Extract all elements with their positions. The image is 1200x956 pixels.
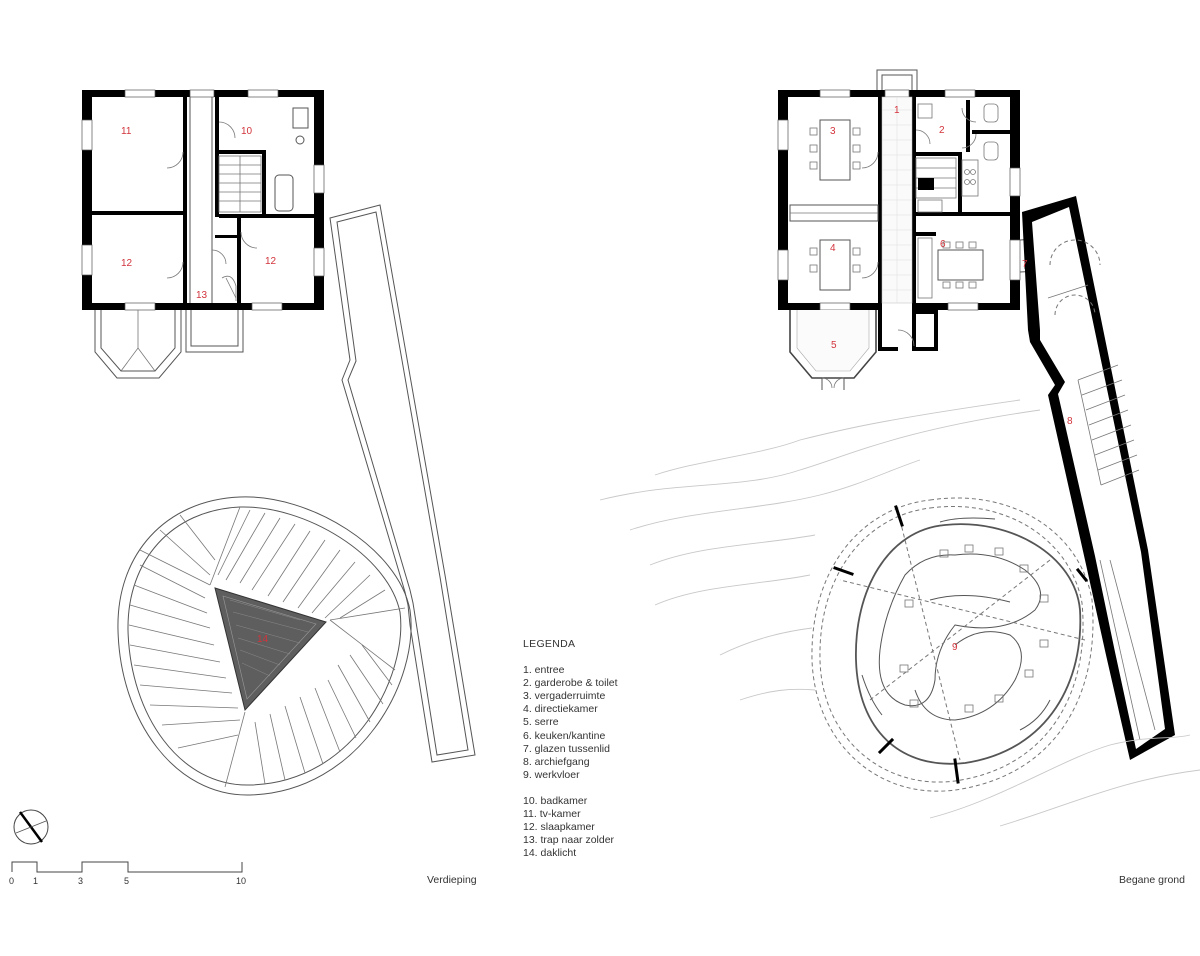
scale-label-10: 10 [236,876,247,886]
legend: LEGENDA 1. entree 2. garderobe & toilet … [523,638,618,860]
legend-item: 6. keuken/kantine [523,729,606,742]
room-number-4: 4 [830,243,836,254]
legend-item: 13. trap naar zolder [523,834,615,847]
scale-label-0: 0 [9,876,15,886]
legend-item: 7. glazen tussenlid [523,742,610,755]
legend-title: LEGENDA [523,638,576,650]
legend-item: 5. serre [523,716,559,729]
room-number-7: 7 [1022,259,1028,270]
room-number-5: 5 [831,340,837,351]
legend-item: 11. tv-kamer [523,808,581,821]
ground-floor-plan: 1 2 3 4 5 6 7 8 9 [599,69,1200,827]
upper-floor-plan: 11 10 12 12 13 14 [81,89,476,796]
room-number-14: 14 [257,634,269,645]
room-number-6: 6 [940,239,946,250]
scale-bar [11,861,243,873]
legend-item: 10. badkamer [523,794,588,807]
legend-item: 2. garderobe & toilet [523,677,618,690]
scale-label-1: 1 [33,876,39,886]
room-number-3: 3 [830,126,836,137]
upper-roof-skylight [117,496,412,796]
workspace-pavilion [811,497,1094,792]
caption-upper-floor: Verdieping [427,874,477,886]
scale-label-5: 5 [124,876,130,886]
caption-ground-floor: Begane grond [1119,874,1185,886]
legend-item: 12. slaapkamer [523,821,595,834]
legend-item: 1. entree [523,664,565,677]
scale-label-3: 3 [78,876,84,886]
north-arrow-icon [13,809,49,845]
room-number-1: 1 [894,105,900,116]
room-number-9: 9 [952,642,958,653]
room-number-11: 11 [121,126,132,137]
room-number-2: 2 [939,125,945,136]
room-number-12b: 12 [265,256,277,267]
legend-item: 9. werkvloer [523,768,580,781]
legend-item: 8. archiefgang [523,755,590,768]
legend-item: 14. daklicht [523,847,577,860]
archive-corridor [1022,196,1175,760]
room-number-8: 8 [1067,416,1073,427]
room-number-12a: 12 [121,258,133,269]
legend-item: 3. vergaderruimte [523,690,606,703]
legend-item: 4. directiekamer [523,703,598,716]
room-number-10: 10 [241,126,253,137]
room-number-13: 13 [196,290,208,301]
